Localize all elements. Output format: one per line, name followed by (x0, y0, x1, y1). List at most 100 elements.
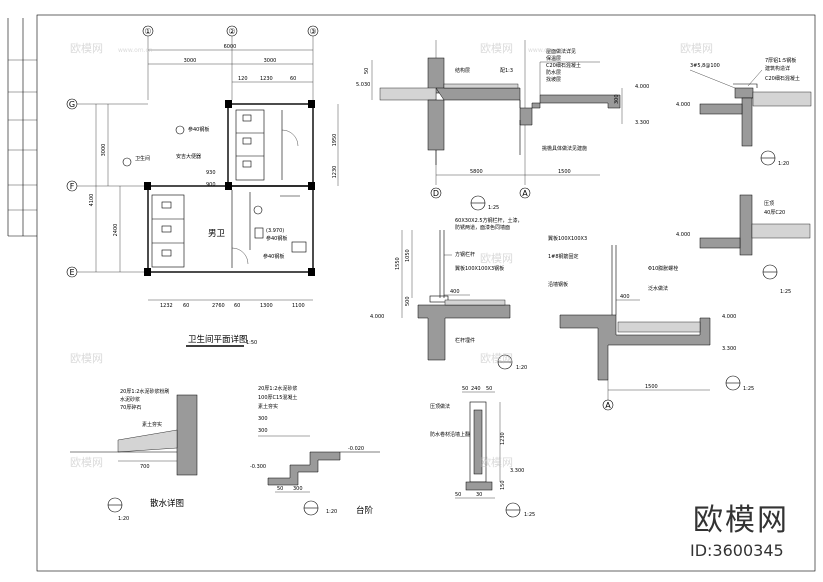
eave-note-3: C20细石混凝土 (546, 62, 581, 69)
plan-dim-bot-a: 1232 (160, 303, 173, 309)
eave-elev-3: 3.300 (635, 120, 649, 126)
detail-steps: 20厚1:2水泥砂浆 100厚C15混凝土 素土夯实 300 300 -0.02… (250, 385, 380, 516)
steps-elev-1: -0.020 (348, 446, 364, 452)
detail-rail-left: 1550 1050 500 400 60X30X2.5方钢栏杆，土漆， 防锈两道… (370, 217, 527, 371)
column-note-2: 防水卷材沿墙上翻 (430, 431, 470, 438)
plan-label-930: 930 (206, 170, 216, 176)
rail-left-tag: 1:20 (516, 365, 527, 371)
drain-note-4: 素土夯实 (142, 421, 162, 428)
plan-dim-left-a: 3000 (101, 144, 107, 157)
title-strip (8, 59, 37, 211)
parapet-tag: 1:20 (778, 161, 789, 167)
column-tag: 1:25 (524, 512, 535, 518)
steps-dim-50: 50 (277, 486, 283, 492)
drain-note-3: 70厚碎石 (120, 404, 141, 411)
eave-note-1: 屋面做法详见 (546, 48, 576, 55)
eave-dim-5800: 5800 (470, 169, 483, 175)
rail-right-axis: A (605, 401, 611, 410)
wm-small-1: www.om.cn (118, 47, 153, 54)
column-dim-240: 240 (471, 386, 481, 392)
plan-dim-right-b: 1230 (332, 166, 338, 179)
eave-note-6: 结构层 (455, 67, 470, 74)
plan-scale: 1:50 (246, 340, 257, 346)
eave-elev-2: 4.000 (635, 84, 649, 90)
plan-title: 卫生间平面详图 (188, 334, 248, 345)
eave-caption: 挑檐具体做法见建施 (542, 145, 587, 152)
steps-note-2: 100厚C15混凝土 (258, 394, 297, 401)
plan-label-steel-plate-3: 参40钢板 (266, 235, 287, 242)
plan-dim-top-b: 3000 (264, 58, 277, 64)
parapet-note-4: C20细石混凝土 (765, 75, 800, 82)
steps-title: 台阶 (356, 505, 374, 516)
eave-elev-1: 5.030 (356, 82, 370, 88)
grid-row-f: F (70, 182, 75, 191)
detail-drain: 20厚1:2水泥砂浆粉刷 水泥砂浆 70厚碎石 素土夯实 700 散水详图 1:… (70, 388, 198, 522)
parapet-note-1: 3#5,8@100 (690, 63, 720, 69)
eave-tag: 1:25 (488, 205, 499, 211)
column-elev: 3.300 (510, 468, 524, 474)
grid-col-1: ① (144, 27, 151, 36)
grid-row-g: G (69, 100, 75, 109)
column-dim-50a: 50 (462, 386, 468, 392)
plan-label-squat-toilet: 安吉大便器 (176, 153, 201, 160)
rail-right-elev-1: 4.000 (722, 314, 736, 320)
plan-dim-bot-b: 60 (183, 303, 189, 309)
plan-dim-top-e: 60 (290, 76, 296, 82)
plan-dim-top-a: 3000 (184, 58, 197, 64)
plan-dim-bot-c: 2760 (212, 303, 225, 309)
plan-dim-top-total: 6000 (224, 44, 237, 50)
brand-watermark: 欧模网 (693, 503, 789, 538)
rail-left-dim-500: 500 (405, 296, 411, 306)
rail-left-note-4: 翼板100X100X3钢板 (455, 265, 504, 272)
rail-left-dim-1050: 1050 (405, 249, 411, 262)
rail-right-note-2: 1#8钢筋固定 (548, 253, 579, 260)
rail-right-dim-400: 400 (620, 294, 630, 300)
rail-right-note-5: 泛水做法 (648, 285, 668, 292)
eave-dim-1500: 1500 (558, 169, 571, 175)
column-note-1: 压顶做法 (430, 403, 450, 410)
parapet-note-2: 7厚铝1:5钢板 (765, 57, 796, 64)
corner-note-1: 压顶 (764, 201, 774, 207)
watermark-tiles: 欧模网 www.om.cn 欧模网 www.om.cn 欧模网 欧模网 欧模网 … (70, 42, 713, 469)
steps-scale: 1:20 (326, 509, 337, 515)
steps-note-5: 300 (258, 428, 268, 434)
rail-left-note-5: 栏杆埋件 (455, 337, 475, 344)
steps-note-3: 素土夯实 (258, 403, 278, 410)
corner-elev: 4.000 (676, 232, 690, 238)
steps-note-1: 20厚1:2水泥砂浆 (258, 385, 297, 392)
wm-tile-3: 欧模网 (680, 42, 713, 55)
plan-dim-bot-f: 1100 (292, 303, 305, 309)
plan-dim-left-b: 2400 (113, 224, 119, 237)
rail-left-note-2: 防锈两道，面漆色同墙面 (455, 224, 510, 231)
plan-dim-bot-e: 1300 (260, 303, 273, 309)
eave-axis-d: D (433, 189, 439, 198)
brand-id: ID:3600345 (690, 541, 784, 560)
parapet-note-3: 建筑构造详 (765, 65, 790, 72)
plan-label-elev: (3.970) (266, 228, 284, 234)
steps-dim-300: 300 (293, 486, 303, 492)
plan-dim-bot-d: 60 (234, 303, 240, 309)
grid-row-e: E (69, 268, 74, 277)
parapet-elev: 4.000 (676, 102, 690, 108)
plan-label-steel-plate-2: 参40钢板 (263, 253, 284, 260)
detail-corner: 压顶 40厚C20 4.000 1:25 (676, 194, 811, 295)
steps-note-4: 300 (258, 416, 268, 422)
eave-axis-a: A (522, 189, 528, 198)
rail-right-elev-2: 3.300 (722, 346, 736, 352)
rail-right-note-3: 沿墙钢板 (548, 281, 568, 288)
wm-tile-8: 欧模网 (70, 456, 103, 469)
drain-note-2: 水泥砂浆 (120, 396, 140, 403)
detail-eave: 屋面做法详见 保温层 C20细石混凝土 防水层 找坡层 结构层 配1:3 挑檐具… (356, 40, 649, 211)
plan-label-steel-plate-1: 参40钢板 (188, 126, 209, 133)
wm-tile-6: 欧模网 (480, 352, 513, 365)
drain-dim-700: 700 (140, 464, 150, 470)
detail-rail-right: 翼板100X100X3 1#8钢筋固定 沿墙钢板 Φ10膨胀螺栓 泛水做法 40… (548, 235, 754, 411)
column-dim-50b: 50 (486, 386, 492, 392)
grid-col-3: ③ (309, 27, 316, 36)
rail-left-dim-400: 400 (450, 289, 460, 295)
detail-parapet-small: 3#5,8@100 7厚铝1:5钢板 建筑构造详 C20细石混凝土 4.000 … (676, 57, 812, 167)
plan-label-toilet: 卫生间 (135, 155, 150, 162)
wm-tile-1: 欧模网 (70, 42, 103, 55)
corner-tag: 1:25 (780, 289, 791, 295)
rail-right-note-1: 翼板100X100X3 (548, 235, 587, 242)
